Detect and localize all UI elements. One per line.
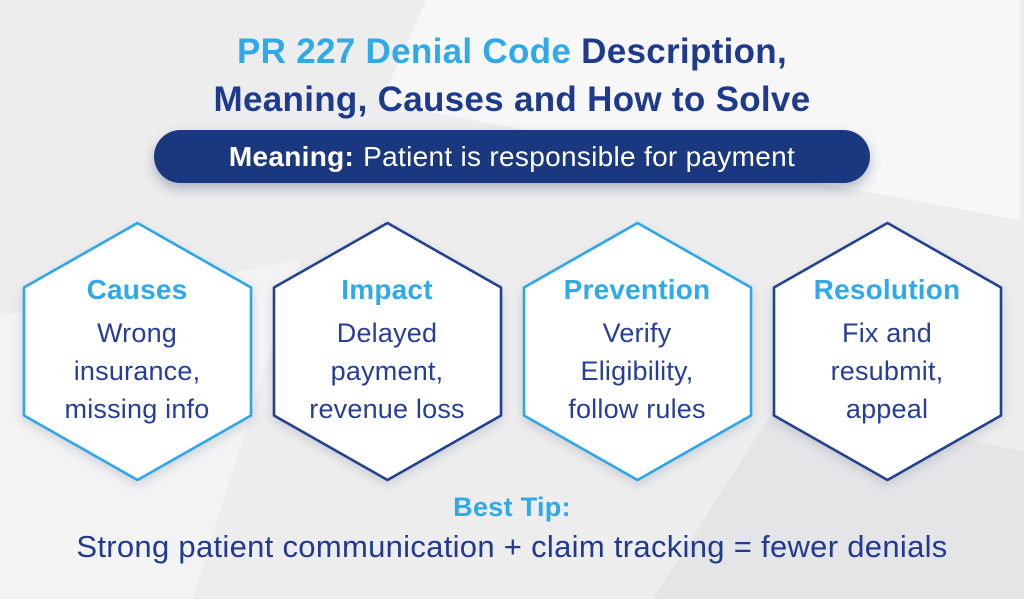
meaning-pill: Meaning: Patient is responsible for paym… bbox=[154, 130, 870, 183]
hex-content: Causes Wrong insurance, missing info bbox=[22, 221, 253, 482]
hexagon-shape bbox=[22, 221, 252, 482]
hexagon-shape bbox=[272, 221, 502, 482]
hex-content: Prevention Verify Eligibility, follow ru… bbox=[522, 221, 753, 482]
hexagon-shape bbox=[772, 221, 1002, 482]
hex-card-causes: Causes Wrong insurance, missing info bbox=[22, 221, 253, 482]
hexagon-row: Causes Wrong insurance, missing info Imp… bbox=[0, 221, 1024, 482]
hex-card-resolution: Resolution Fix and resubmit, appeal bbox=[772, 221, 1003, 482]
hex-card-impact: Impact Delayed payment, revenue loss bbox=[272, 221, 503, 482]
hex-content: Impact Delayed payment, revenue loss bbox=[272, 221, 503, 482]
best-tip-text: Strong patient communication + claim tra… bbox=[76, 529, 948, 564]
best-tip-label: Best Tip: bbox=[453, 492, 571, 522]
meaning-text: Patient is responsible for payment bbox=[363, 140, 796, 172]
meaning-label: Meaning: bbox=[228, 140, 355, 172]
hex-body: Delayed payment, revenue loss bbox=[309, 318, 465, 424]
page-title: PR 227 Denial Code Description, Meaning,… bbox=[0, 0, 1024, 124]
title-line2: Meaning, Causes and How to Solve bbox=[213, 80, 811, 119]
hex-heading: Prevention bbox=[563, 274, 711, 305]
hex-content: Resolution Fix and resubmit, appeal bbox=[772, 221, 1003, 482]
hex-card-prevention: Prevention Verify Eligibility, follow ru… bbox=[522, 221, 753, 482]
hex-heading: Causes bbox=[86, 274, 188, 305]
hexagon-shape bbox=[522, 221, 752, 482]
hex-body: Wrong insurance, missing info bbox=[64, 318, 210, 424]
title-highlight: PR 227 Denial Code bbox=[236, 32, 572, 71]
hex-heading: Impact bbox=[341, 274, 433, 305]
hex-heading: Resolution bbox=[813, 274, 961, 305]
hex-body: Fix and resubmit, appeal bbox=[830, 318, 944, 424]
hex-body: Verify Eligibility, follow rules bbox=[568, 318, 706, 424]
title-rest: Description, bbox=[571, 32, 787, 71]
